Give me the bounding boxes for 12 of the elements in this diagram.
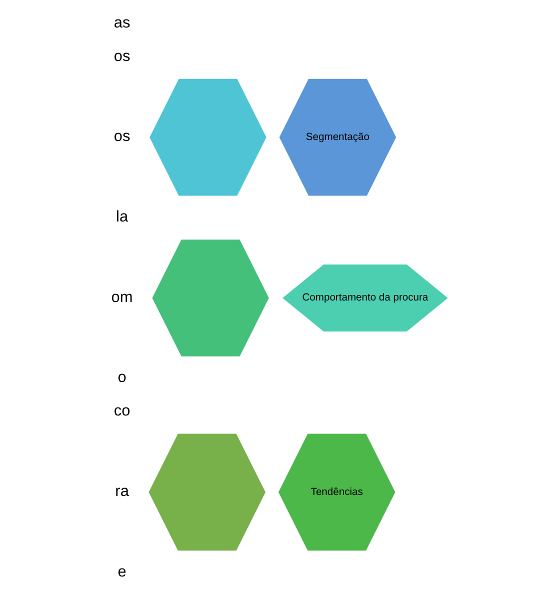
label: ra [114, 482, 128, 500]
node-hexagon [150, 238, 270, 358]
label: as [113, 14, 130, 32]
label: om [110, 288, 132, 306]
label: e [117, 563, 126, 580]
label: la [116, 208, 128, 226]
node-hexagon [147, 432, 266, 552]
label: os [113, 48, 130, 65]
node-hexagon [148, 78, 267, 197]
label: os [113, 128, 130, 146]
label: co [113, 402, 130, 420]
label: o [117, 369, 126, 386]
